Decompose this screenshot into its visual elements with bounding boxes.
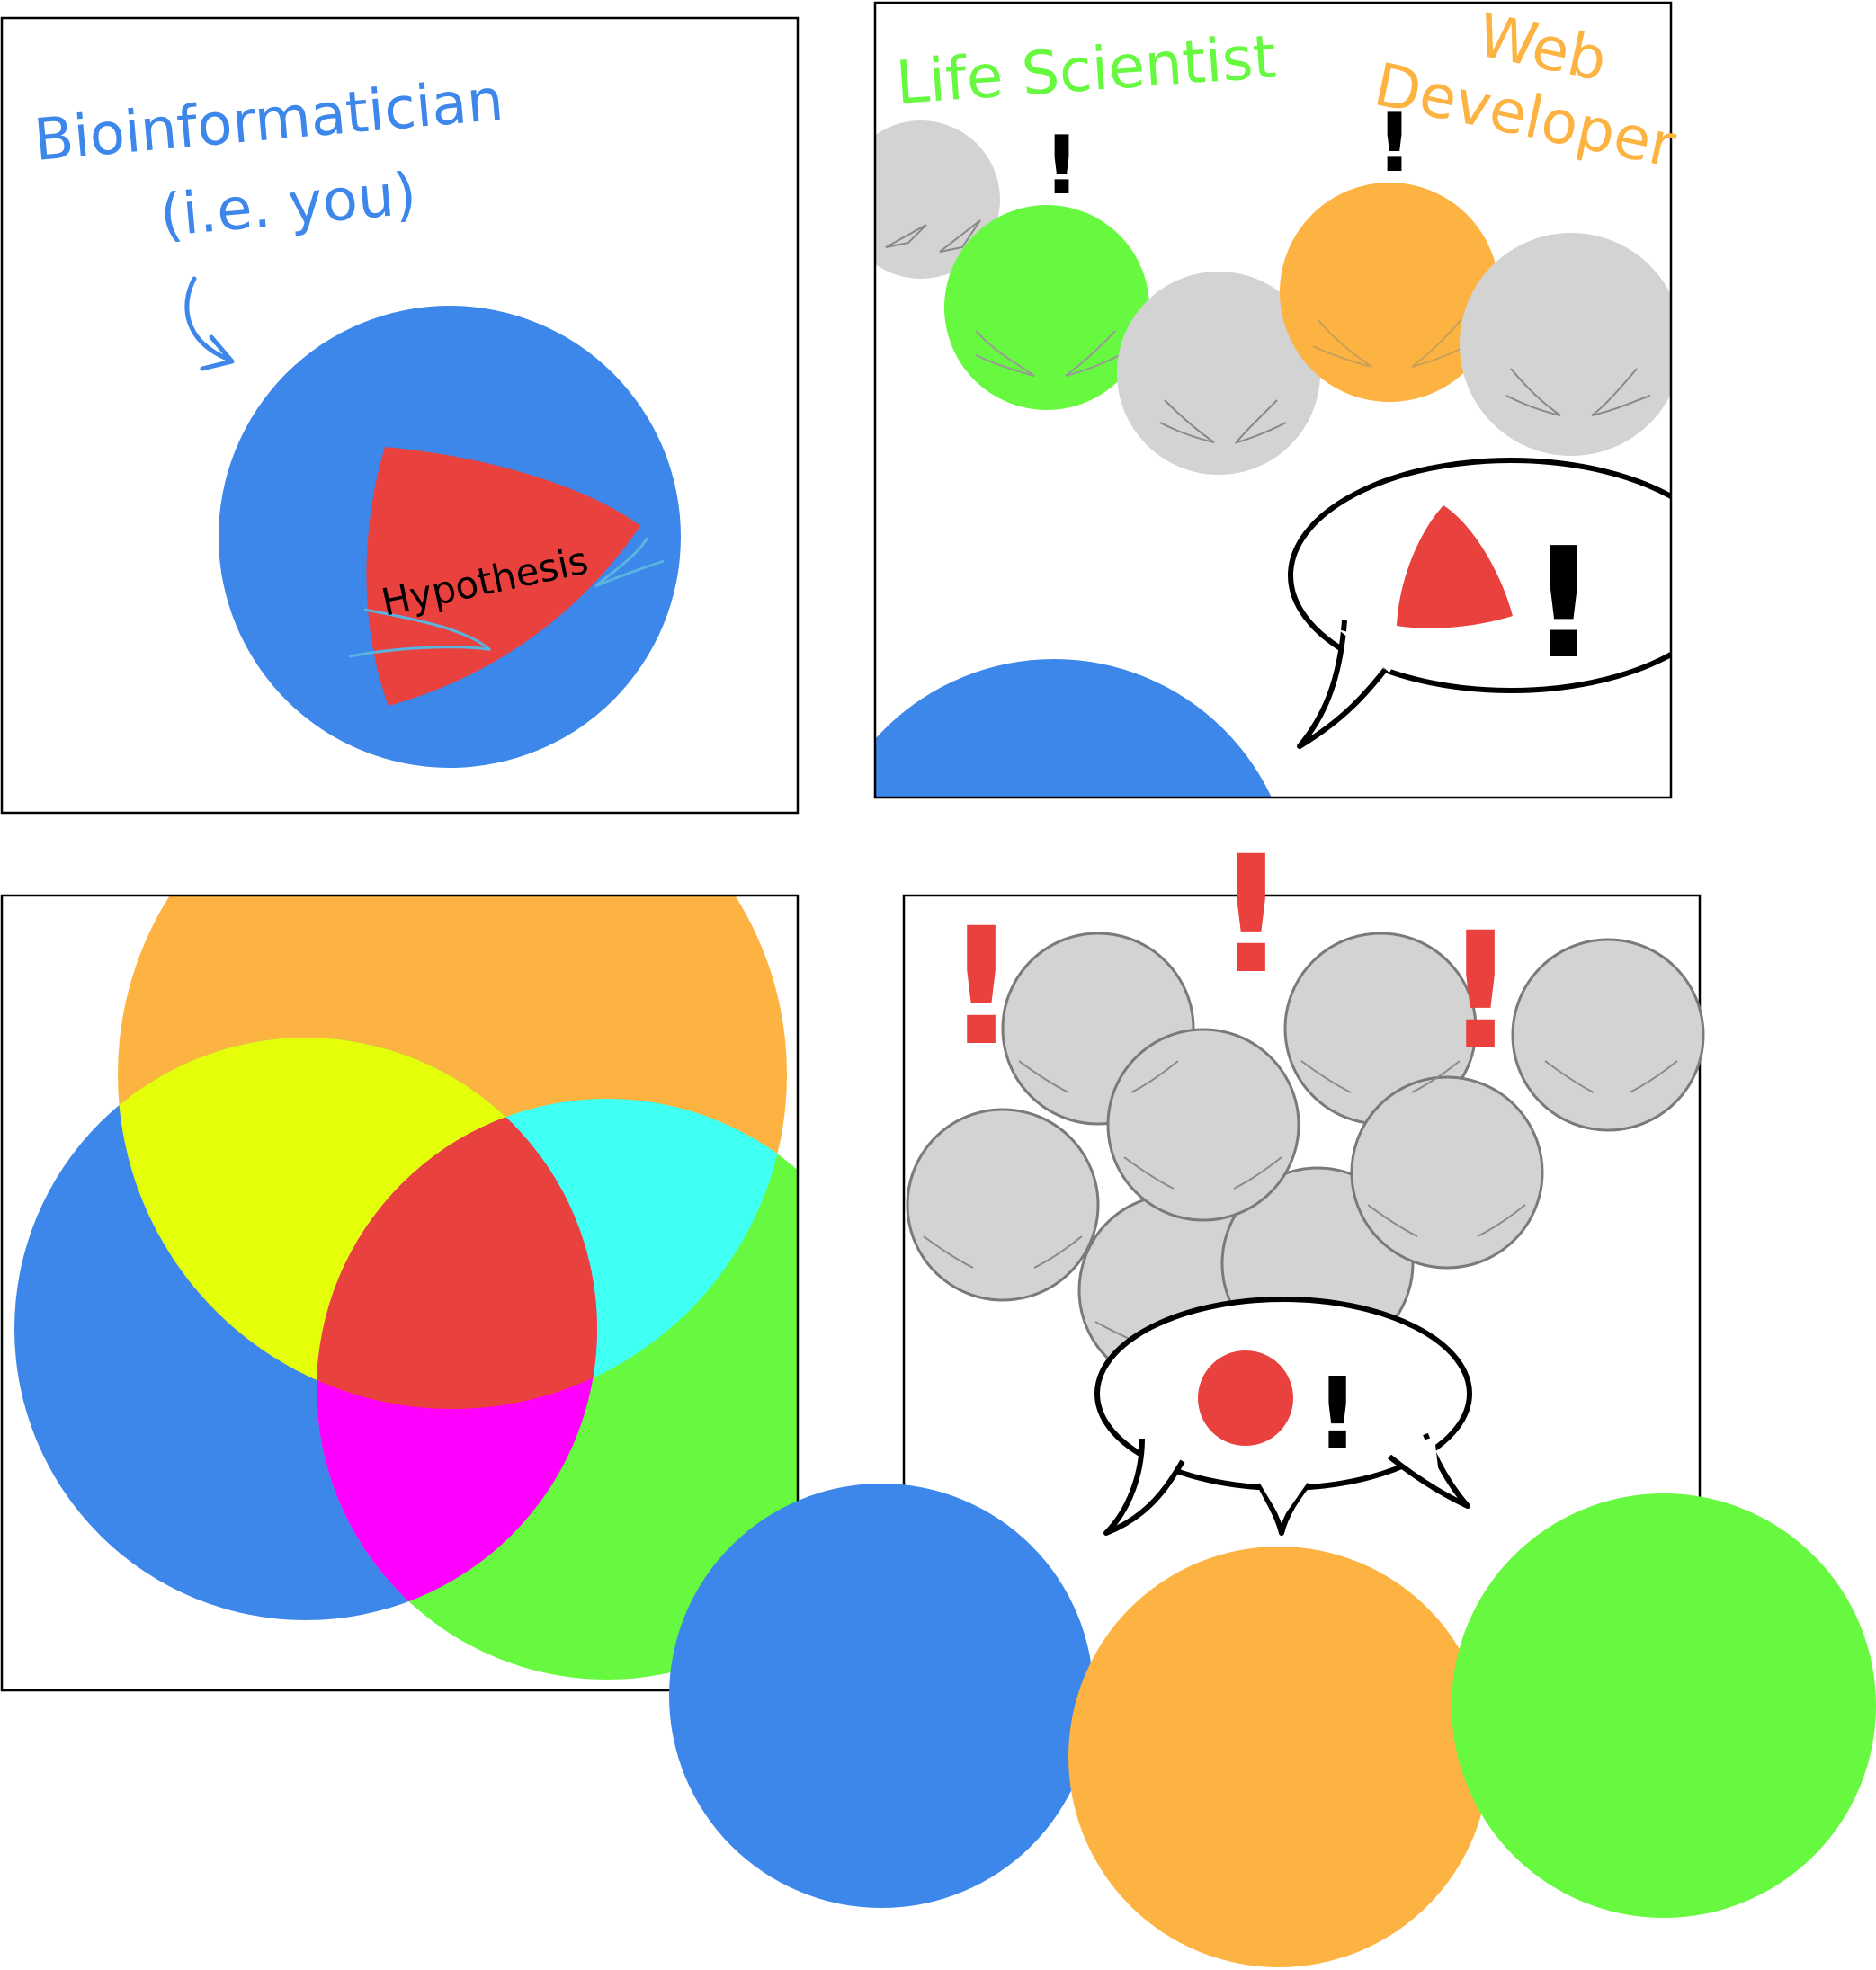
- eye-lash-left: [348, 608, 492, 658]
- team-web-developer: [1068, 1547, 1489, 1967]
- curved-arrow-icon: [184, 276, 235, 371]
- crowd-person: [906, 1108, 1100, 1302]
- exclamation-mark: !: [1376, 96, 1413, 191]
- panel-specialists: ! Life Scientist Web Developer ! !: [873, 0, 1683, 799]
- panel-overlap: [0, 894, 800, 1692]
- exclamation-mark: !: [1043, 119, 1080, 213]
- eye-icon: [1065, 330, 1121, 377]
- eye-icon: [1312, 318, 1372, 368]
- speech-bubble: !: [1094, 1297, 1472, 1536]
- panel-bioinformatician: Bioinformatician (i.e. you) Hypothesis: [0, 16, 800, 815]
- crowd-person: [1350, 1075, 1544, 1270]
- red-exclamation-mark: !: [1443, 898, 1517, 1086]
- eye-icon: [1300, 1060, 1461, 1093]
- bioinformatician-person: [875, 659, 1272, 798]
- team-life-scientist: [1452, 1493, 1876, 1918]
- eye-icon: [1367, 1204, 1526, 1237]
- crowd-person: [1511, 938, 1705, 1132]
- crowd-eyes: [923, 1060, 1678, 1347]
- eye-icon: [1123, 1156, 1282, 1190]
- eye-icon: [1018, 1060, 1179, 1093]
- crowd-person: [1460, 233, 1671, 456]
- life-scientist-person: [944, 205, 1149, 410]
- eye-icon: [975, 330, 1035, 377]
- eye-icon: [1544, 1060, 1678, 1093]
- hypothesis-dot-icon: [1198, 1350, 1293, 1446]
- panel-border: [873, 1, 1673, 799]
- exclamation-mark: !: [1529, 515, 1599, 693]
- exclamation-mark: !: [1315, 1356, 1360, 1471]
- crowd-person: [1117, 272, 1320, 475]
- hypothesis-icon: [1397, 505, 1513, 628]
- eye-icon: [923, 1235, 1083, 1269]
- eye-lash-right: [594, 537, 665, 588]
- hypothesis-wedge: [366, 447, 640, 706]
- team-circles: [669, 1484, 1876, 1967]
- eye-icon: [1159, 399, 1215, 443]
- crowd-person: [875, 120, 1000, 279]
- red-exclamation-mark: !: [1214, 822, 1288, 1010]
- team-bioinformatician: [669, 1484, 1094, 1908]
- eye-icon: [1505, 368, 1561, 416]
- panel-border: [0, 894, 800, 1692]
- red-exclamation-mark: !: [944, 894, 1018, 1082]
- eye-icon: [1234, 399, 1287, 444]
- eye-icon: [1411, 318, 1467, 368]
- eye-icon: [1591, 368, 1651, 416]
- eye-icon: [885, 219, 981, 253]
- web-developer-person: [1280, 183, 1499, 402]
- speech-bubble: !: [1288, 458, 1671, 749]
- crowd-person: [1106, 1028, 1300, 1222]
